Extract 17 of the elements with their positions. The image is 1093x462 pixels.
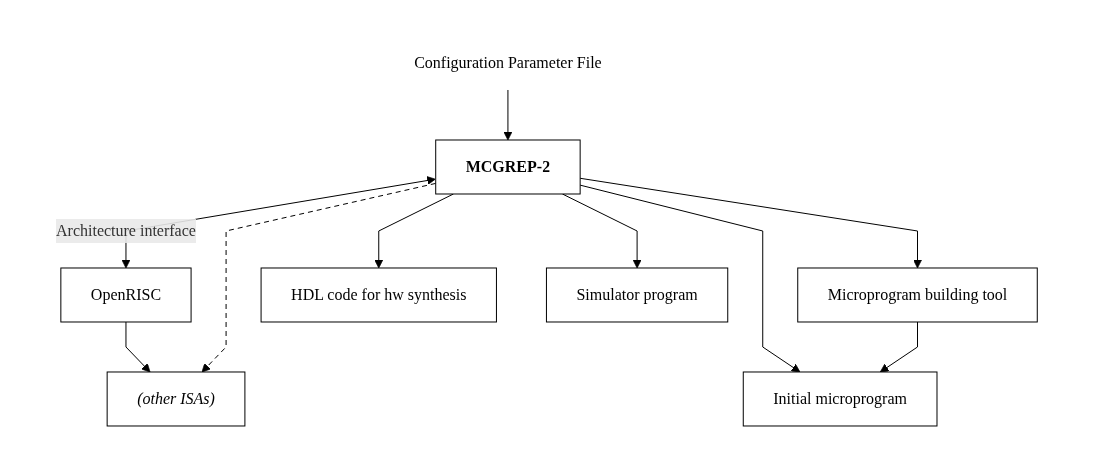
edge-label: Architecture interface: [55, 221, 196, 239]
node-box: Simulator program: [545, 267, 729, 323]
arrow: [579, 184, 801, 373]
node-box: (other ISAs): [106, 371, 246, 427]
node-box: HDL code for hw synthesis: [260, 267, 497, 323]
node-text: Configuration Parameter File: [414, 54, 602, 71]
node-box: MCGREP-2: [435, 139, 581, 195]
arrow: [579, 177, 922, 269]
arrow: [201, 182, 437, 373]
node-box: Microprogram building tool: [797, 267, 1038, 323]
node-box: Initial microprogram: [742, 371, 938, 427]
arrow: [561, 193, 642, 269]
arrow: [879, 321, 918, 373]
arrow: [374, 193, 454, 269]
node-box: OpenRISC: [60, 267, 192, 323]
arrow: [503, 89, 513, 141]
arrow: [125, 321, 151, 373]
